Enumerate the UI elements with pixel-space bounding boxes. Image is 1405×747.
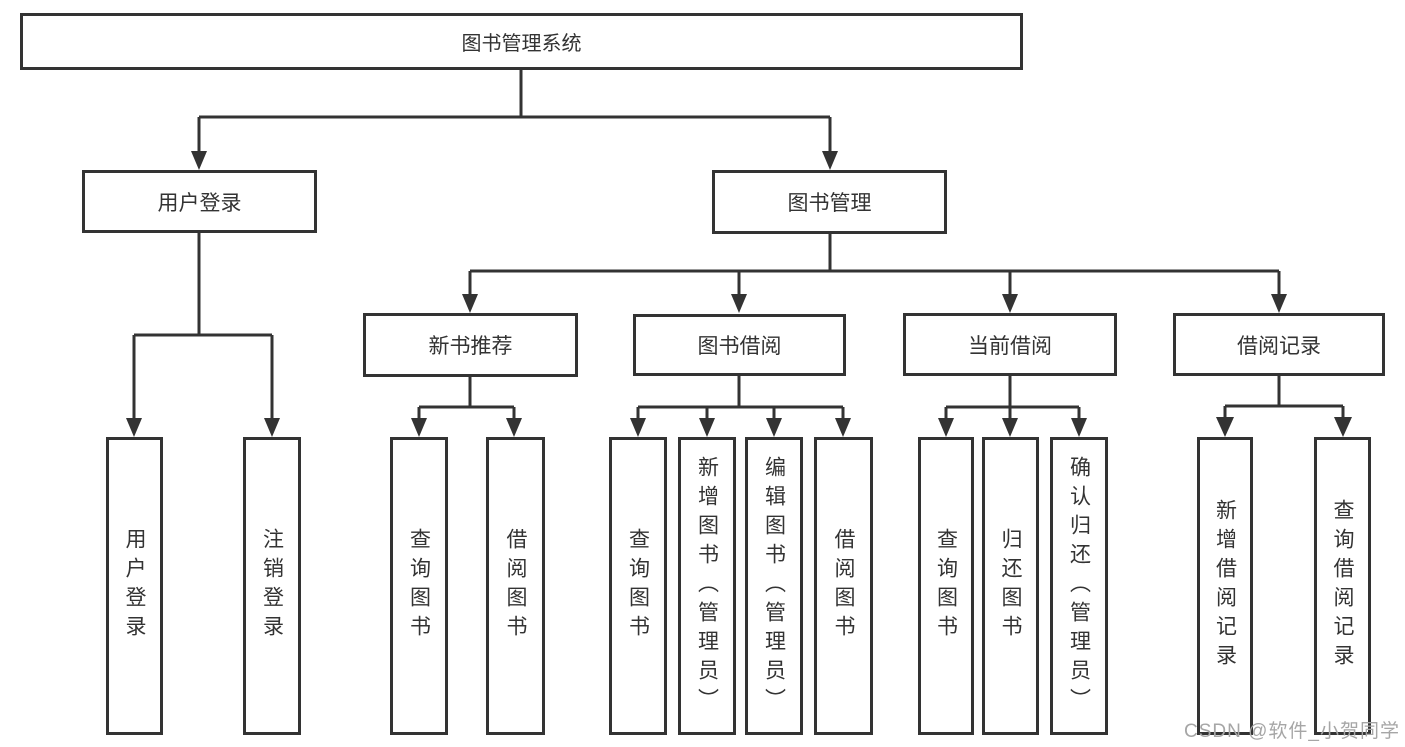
connector-borrow-to-leaves: [636, 376, 845, 420]
leaf-edit-books-admin: 编辑图书（管理员）: [745, 437, 803, 735]
node-label: 新增借阅记录: [1213, 499, 1237, 673]
node-label: 借阅记录: [1237, 334, 1321, 358]
arrowheads-newbook-leaves: [411, 418, 522, 437]
node-label: 新增图书（管理员）: [695, 455, 719, 717]
leaf-add-borrow-record: 新增借阅记录: [1197, 437, 1253, 735]
node-label: 归还图书: [999, 528, 1022, 644]
leaf-logout: 注销登录: [243, 437, 301, 735]
node-book-borrow: 图书借阅: [633, 314, 846, 376]
leaf-user-login: 用户登录: [106, 437, 163, 735]
leaf-query-books-current: 查询图书: [918, 437, 974, 735]
node-user-login: 用户登录: [82, 170, 317, 233]
leaf-borrow-books-newbook: 借阅图书: [486, 437, 545, 735]
node-new-book-recommend: 新书推荐: [363, 313, 578, 377]
node-label: 图书借阅: [697, 335, 782, 358]
arrowheads-current-leaves: [938, 418, 1087, 437]
leaf-query-borrow-record: 查询借阅记录: [1314, 437, 1371, 735]
connector-newbook-to-leaves: [417, 377, 516, 420]
node-label: 用户登录: [157, 191, 242, 215]
node-borrow-records: 借阅记录: [1173, 313, 1385, 376]
leaf-return-books: 归还图书: [982, 437, 1039, 735]
arrowheads-level2: [462, 294, 1287, 313]
node-library-management-system: 图书管理系统: [20, 13, 1023, 70]
node-label: 图书管理系统: [461, 33, 582, 55]
connector-root-to-level1: [197, 70, 832, 152]
node-label: 用户登录: [123, 528, 146, 644]
node-label: 查询图书: [934, 528, 958, 644]
node-label: 确认归还（管理员）: [1067, 455, 1091, 717]
node-label: 当前借阅: [968, 334, 1052, 358]
leaf-confirm-return-admin: 确认归还（管理员）: [1050, 437, 1108, 735]
leaf-add-books-admin: 新增图书（管理员）: [678, 437, 736, 735]
arrowheads-borrow-leaves: [630, 418, 851, 437]
node-label: 注销登录: [260, 528, 284, 644]
connector-mgmt-to-level2: [468, 234, 1281, 296]
node-label: 借阅图书: [504, 528, 527, 644]
node-current-borrow: 当前借阅: [903, 313, 1117, 376]
watermark: CSDN @软件_小贺同学: [1184, 721, 1400, 742]
node-label: 图书管理: [787, 192, 872, 215]
leaf-query-books-borrow: 查询图书: [609, 437, 667, 735]
connector-current-to-leaves: [944, 376, 1081, 420]
connector-records-to-leaves: [1223, 376, 1345, 419]
node-label: 新书推荐: [428, 335, 513, 358]
leaf-query-books-newbook: 查询图书: [390, 437, 448, 735]
arrowheads-login-leaves: [126, 418, 280, 437]
arrowheads-level1: [191, 151, 838, 170]
node-label: 查询图书: [626, 528, 650, 644]
leaf-borrow-books: 借阅图书: [814, 437, 873, 735]
arrowheads-records-leaves: [1216, 417, 1352, 437]
node-label: 查询图书: [407, 528, 431, 644]
connector-login-to-leaves: [132, 233, 274, 419]
node-label: 查询借阅记录: [1331, 499, 1354, 673]
node-label: 编辑图书（管理员）: [762, 455, 786, 717]
node-label: 借阅图书: [832, 528, 855, 644]
node-book-management: 图书管理: [712, 170, 947, 234]
